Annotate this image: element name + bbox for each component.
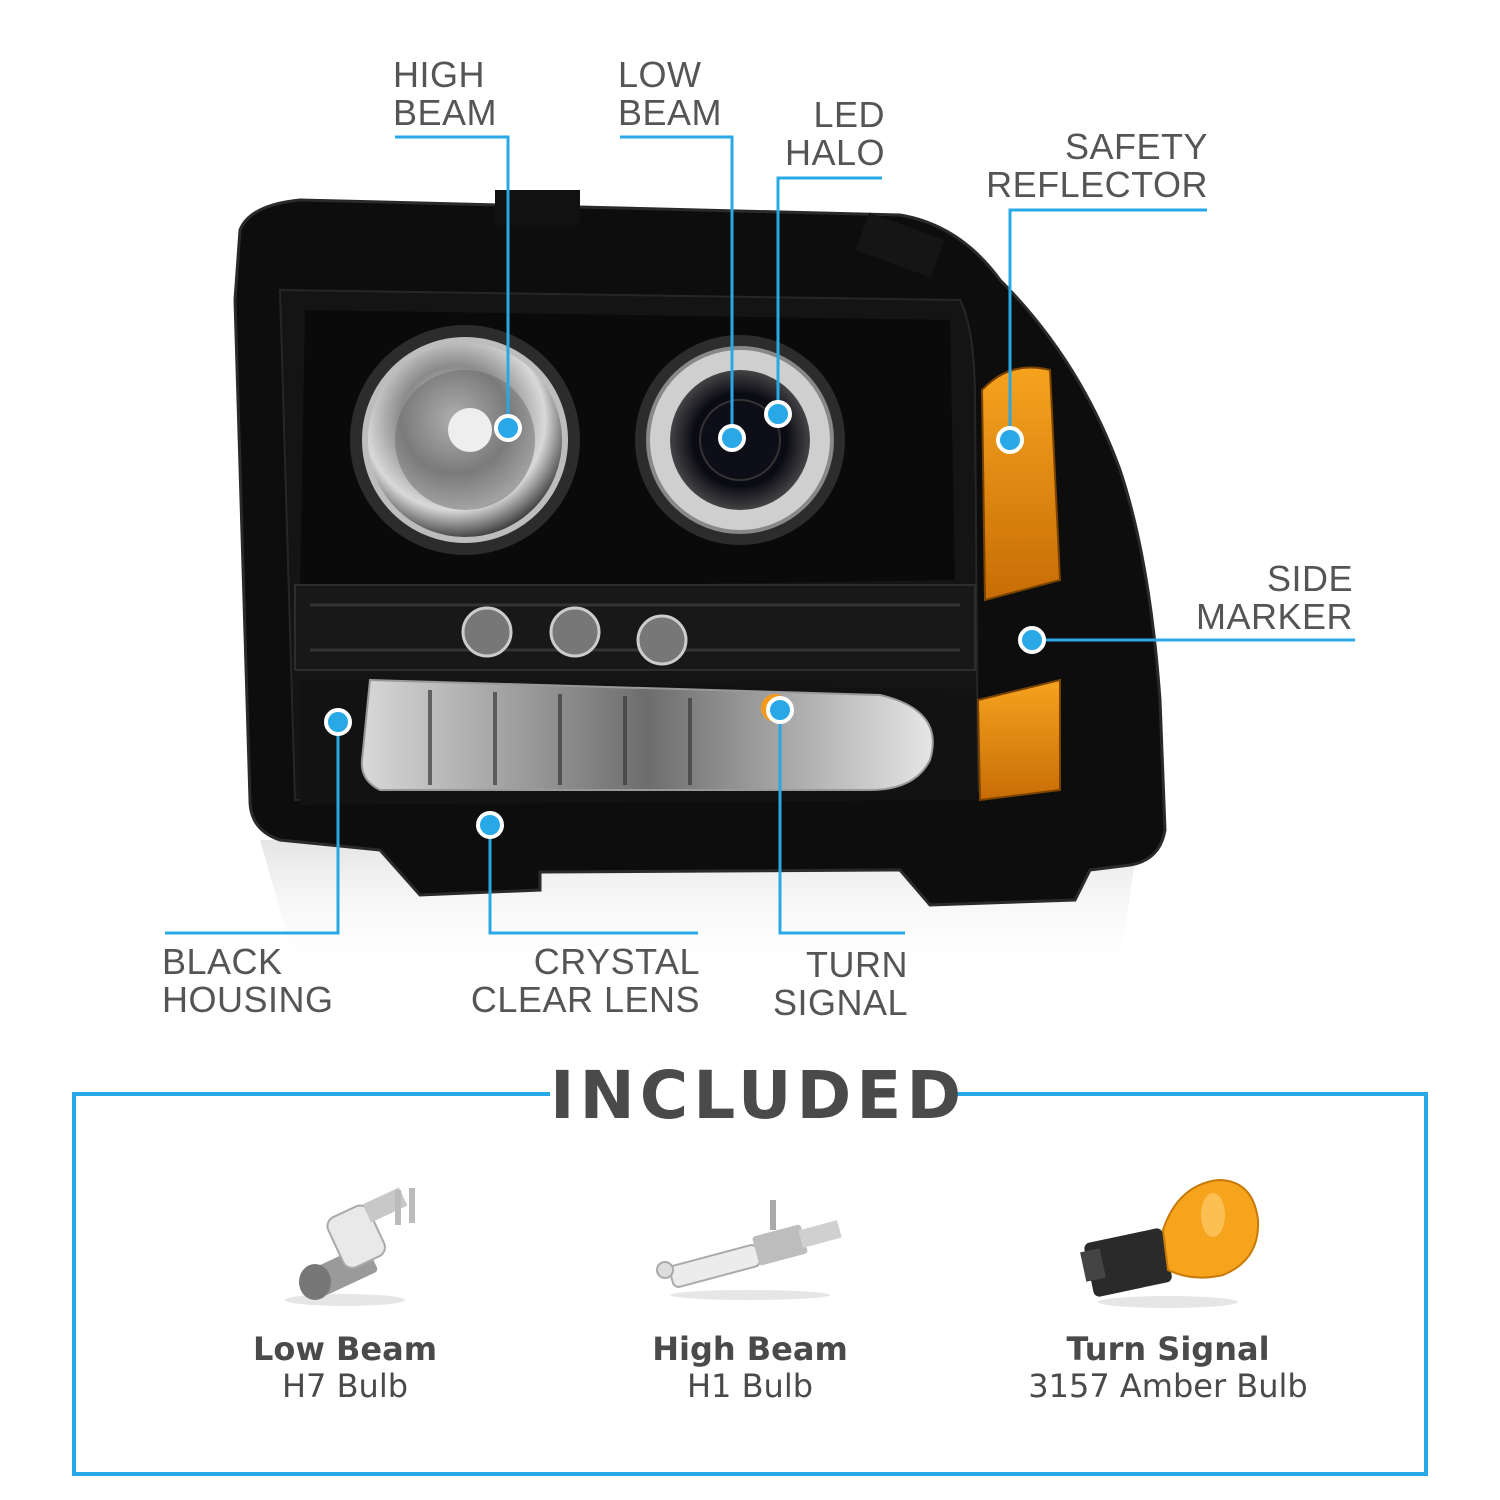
included-item-spec: H1 Bulb: [686, 1367, 814, 1405]
included-item-turn-signal: Turn Signal 3157 Amber Bulb: [988, 1170, 1348, 1404]
included-item-high-beam: High Beam H1 Bulb: [570, 1170, 930, 1404]
included-item-name: High Beam: [652, 1330, 848, 1368]
included-title: INCLUDED: [550, 1057, 967, 1134]
amber-reflector: [980, 366, 1062, 602]
3157-amber-bulb-icon: [988, 1170, 1348, 1320]
included-box: [72, 1092, 1428, 1476]
included-box-top-right: [955, 1092, 1428, 1096]
included-item-spec: H7 Bulb: [281, 1367, 409, 1405]
headlight-image: [165, 135, 1355, 980]
h7-bulb-icon: [165, 1170, 525, 1320]
h1-bulb-icon: [570, 1170, 930, 1320]
included-box-top-left: [72, 1092, 550, 1096]
included-item-spec: 3157 Amber Bulb: [1028, 1367, 1308, 1405]
included-item-low-beam: Low Beam H7 Bulb: [165, 1170, 525, 1404]
included-item-name: Low Beam: [252, 1330, 438, 1368]
included-item-name: Turn Signal: [1066, 1330, 1270, 1368]
